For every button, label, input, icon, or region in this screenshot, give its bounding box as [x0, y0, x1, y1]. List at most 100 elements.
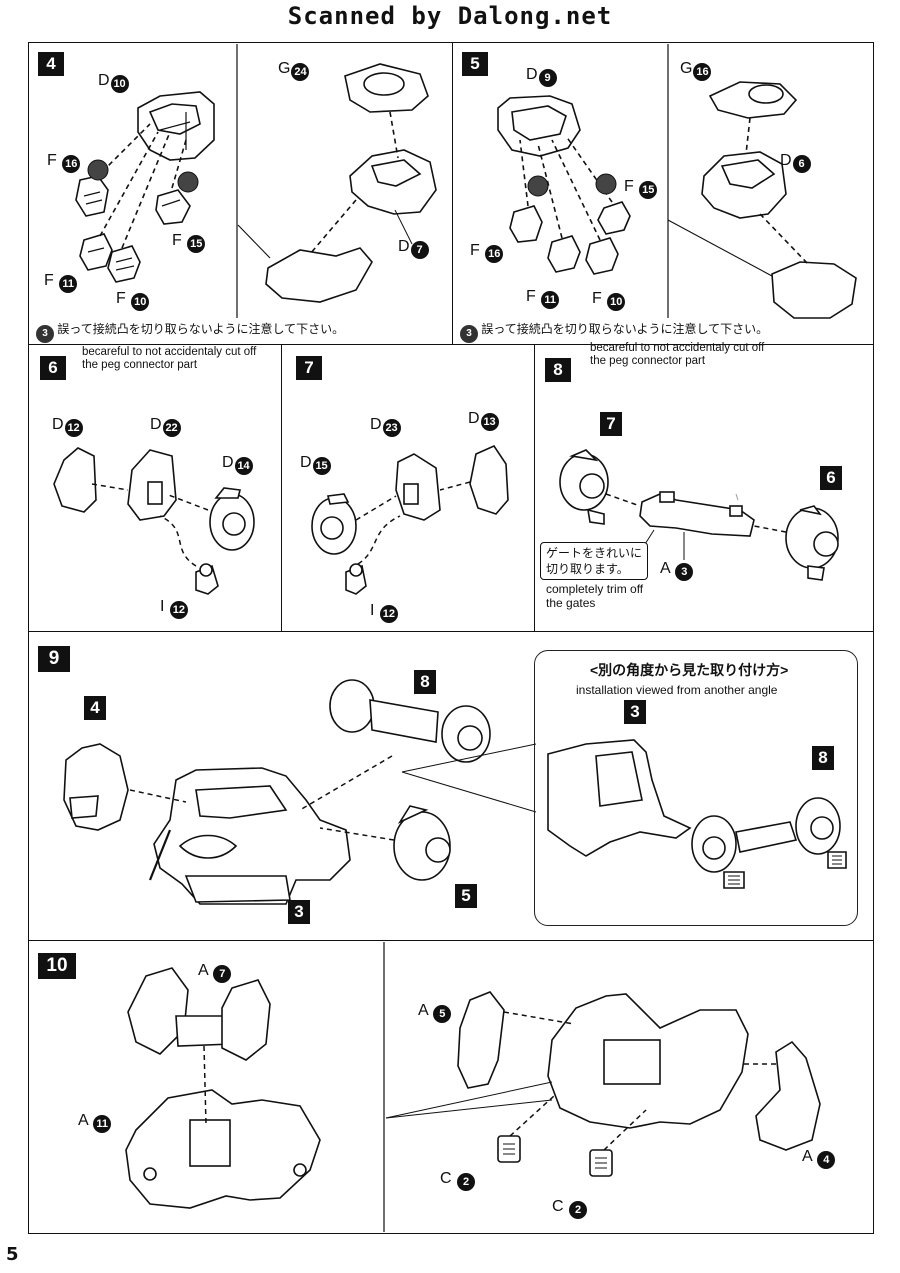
- part-label-f11-step4: F 11: [44, 272, 78, 293]
- step-9-number: 9: [38, 646, 70, 672]
- part-letter: G: [278, 60, 291, 77]
- part-number-badge: 5: [433, 1005, 452, 1023]
- part-number-badge: 4: [817, 1151, 836, 1169]
- note-line-2: the gates: [546, 596, 596, 610]
- part-number-badge: 7: [410, 241, 429, 259]
- step-4-number: 4: [38, 52, 64, 76]
- part-letter: F: [172, 232, 182, 249]
- part-letter: A: [418, 1002, 428, 1019]
- part-number-badge: 9: [538, 69, 557, 87]
- part-number-badge: 16: [62, 155, 81, 173]
- step-10-panel: [28, 940, 874, 1234]
- part-number-badge: 11: [93, 1115, 112, 1133]
- part-label-f16-step5: F 16: [470, 242, 504, 263]
- part-number-badge: 22: [162, 419, 181, 437]
- part-number-badge: 16: [693, 63, 712, 81]
- part-letter: D: [52, 416, 64, 433]
- part-label-a7-step10: A 7: [198, 962, 232, 983]
- step-7-number: 7: [296, 356, 322, 380]
- part-letter: A: [198, 962, 208, 979]
- step-9-part-5-tag: 5: [455, 884, 477, 908]
- part-number-badge: 15: [312, 457, 331, 475]
- step-9-part-8-tag: 8: [414, 670, 436, 694]
- part-letter: C: [552, 1198, 564, 1215]
- note-line-2: the peg connector part: [590, 355, 706, 367]
- part-letter: F: [526, 288, 536, 305]
- part-number-badge: 6: [792, 155, 811, 173]
- part-letter: I: [370, 602, 375, 619]
- step-9-part-4-tag: 4: [84, 696, 106, 720]
- step-5-caution-note: 3 誤って接続凸を切り取らないように注意して下さい。: [460, 320, 768, 343]
- part-letter: I: [160, 598, 165, 615]
- step-6-number: 6: [40, 356, 66, 380]
- part-number-badge: 24: [291, 63, 310, 81]
- part-letter: F: [470, 242, 480, 259]
- part-label-f16-step4: F 16: [47, 152, 81, 173]
- part-number-badge: 2: [569, 1201, 588, 1219]
- part-label-a3-step8: A 3: [660, 560, 694, 581]
- part-number-badge: 12: [169, 601, 188, 619]
- inset-title: <別の角度から見た取り付け方>: [590, 662, 789, 678]
- part-label-a11-step10: A 11: [78, 1112, 112, 1133]
- callout-line-2: 切り取ります。: [546, 562, 629, 576]
- part-letter: A: [660, 560, 670, 577]
- part-label-f11-step5: F 11: [526, 288, 560, 309]
- part-number-badge: 2: [457, 1173, 476, 1191]
- part-letter: D: [300, 454, 312, 471]
- part-label-f10-step5: F 10: [592, 290, 626, 311]
- step-8-subassembly-6-tag: 6: [820, 466, 842, 490]
- part-letter: D: [98, 72, 110, 89]
- part-number-badge: 16: [485, 245, 504, 263]
- step-5-number: 5: [462, 52, 488, 76]
- part-letter: D: [370, 416, 382, 433]
- callout-line-1: ゲートをきれいに: [546, 546, 643, 560]
- part-label-c2-right-step10: C 2: [552, 1198, 588, 1219]
- caution-text: 誤って接続凸を切り取らないように注意して下さい。: [57, 322, 345, 336]
- part-number-badge: 15: [639, 181, 658, 199]
- step-9-part-3-tag: 3: [288, 900, 310, 924]
- part-number-badge: 11: [541, 291, 560, 309]
- part-label-a4-step10: A 4: [802, 1148, 836, 1169]
- part-number-badge: 7: [213, 965, 232, 983]
- part-label-f15-step4: F 15: [172, 232, 206, 253]
- inset-part-3-tag: 3: [624, 700, 646, 724]
- part-label-i12-step6: I 12: [160, 598, 188, 619]
- alternate-angle-inset: [534, 650, 858, 926]
- part-letter: C: [440, 1170, 452, 1187]
- part-number-badge: 23: [382, 419, 401, 437]
- part-letter: D: [222, 454, 234, 471]
- inset-subtitle: installation viewed from another angle: [576, 683, 778, 697]
- part-number-badge: 14: [234, 457, 253, 475]
- note-line-1: completely trim off: [546, 582, 644, 596]
- caution-icon: 3: [460, 325, 478, 343]
- part-letter: D: [780, 152, 792, 169]
- page-number: 5: [6, 1244, 19, 1265]
- part-number-badge: 10: [110, 75, 129, 93]
- part-letter: D: [526, 66, 538, 83]
- part-letter: A: [78, 1112, 88, 1129]
- gate-trim-callout: ゲートをきれいに切り取ります。: [540, 542, 649, 580]
- part-label-c2-left-step10: C 2: [440, 1170, 476, 1191]
- part-number-badge: 12: [379, 605, 398, 623]
- part-letter: F: [624, 178, 634, 195]
- part-number-badge: 13: [480, 413, 499, 431]
- note-line-2: the peg connector part: [82, 359, 198, 371]
- part-number-badge: 11: [59, 275, 78, 293]
- part-letter: D: [150, 416, 162, 433]
